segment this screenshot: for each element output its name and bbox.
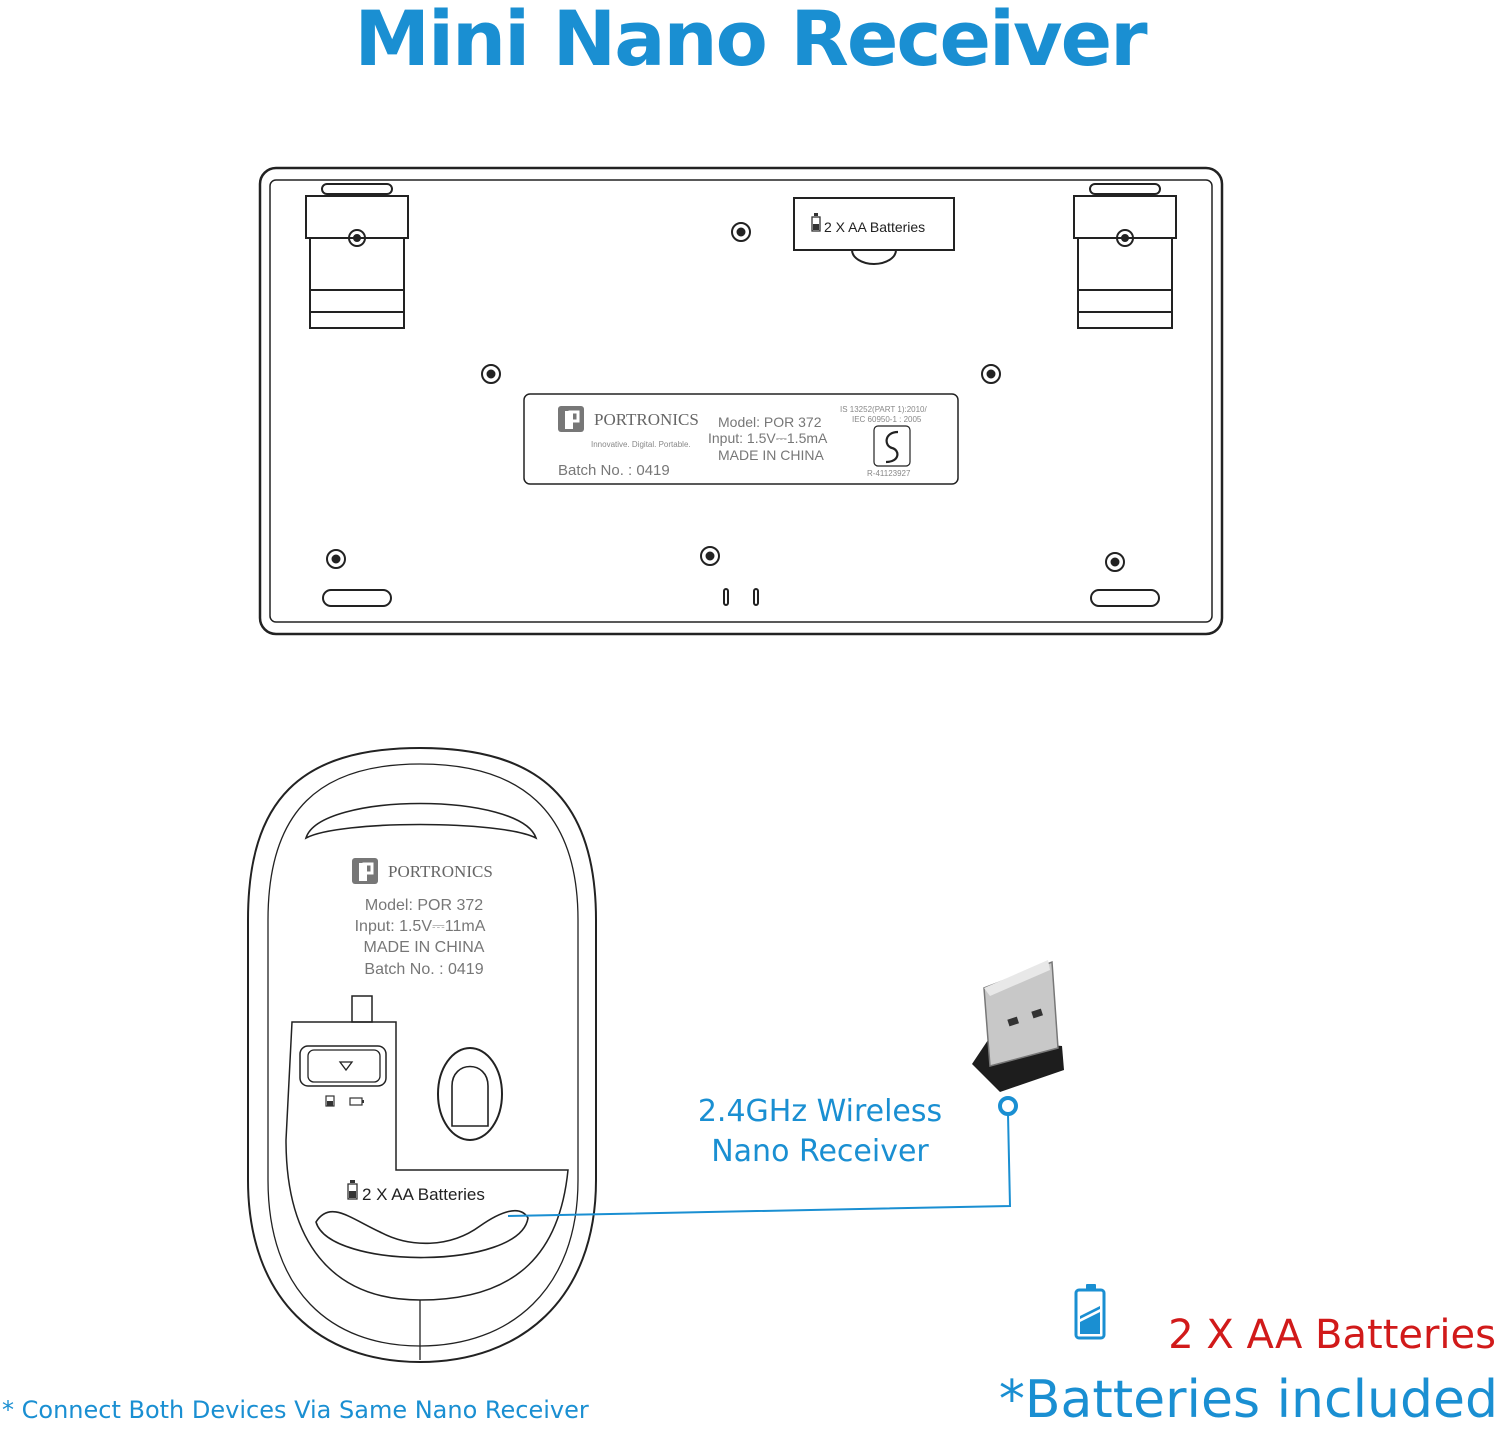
receiver-label: 2.4GHz Wireless Nano Receiver [660,1092,980,1172]
mouse-batch: Batch No. : 0419 [364,961,483,978]
keyboard-model: Model: POR 372 [718,414,822,430]
keyboard-input: Input: 1.5V⎓1.5mA [708,430,828,446]
portronics-logo-icon [558,406,584,432]
batteries-included-label: *Batteries included [998,1370,1498,1430]
keyboard-tagline: Innovative. Digital. Portable. [591,440,691,449]
certification-icon [873,425,911,467]
mouse-bottom [247,746,597,1364]
keyboard-cert-reg: R-41123927 [867,469,911,478]
mouse-origin: MADE IN CHINA [364,939,485,956]
keyboard-origin: MADE IN CHINA [718,447,824,463]
keyboard-screws [326,222,1125,572]
keyboard-cert-line1: IS 13252(PART 1):2010/ [840,405,928,414]
keyboard-battery-label: 2 X AA Batteries [824,219,925,235]
page-title: Mini Nano Receiver [354,0,1147,83]
mouse-battery-label: 2 X AA Batteries [362,1185,485,1204]
keyboard-brand: PORTRONICS [594,410,699,429]
portronics-logo-icon [352,858,378,884]
battery-icon [811,213,821,232]
battery-icon [1074,1284,1106,1340]
mouse-model: Model: POR 372 [365,897,483,914]
keyboard-battery-cover [793,197,955,251]
keyboard-batch: Batch No. : 0419 [558,462,670,479]
batteries-red-label: 2 X AA Batteries [1168,1312,1496,1358]
usb-receiver-icon [972,960,1064,1092]
switch-off-icon [325,1095,335,1107]
mouse-brand: PORTRONICS [388,862,493,881]
keyboard-left-foot [305,183,409,329]
keyboard-right-foot [1073,183,1177,329]
battery-icon [347,1180,358,1200]
keyboard-cert-line2: IEC 60950-1 : 2005 [852,415,922,424]
switch-battery-icon [349,1097,364,1106]
receiver-connector-line [507,1096,1018,1217]
mouse-input: Input: 1.5V⎓11mA [355,918,486,935]
receiver-label-line1: 2.4GHz Wireless [697,1094,943,1129]
keyboard-bottom [258,166,1224,636]
footnote: * Connect Both Devices Via Same Nano Rec… [2,1396,589,1424]
receiver-label-line2: Nano Receiver [711,1134,929,1169]
keyboard-label-plate [523,393,959,485]
